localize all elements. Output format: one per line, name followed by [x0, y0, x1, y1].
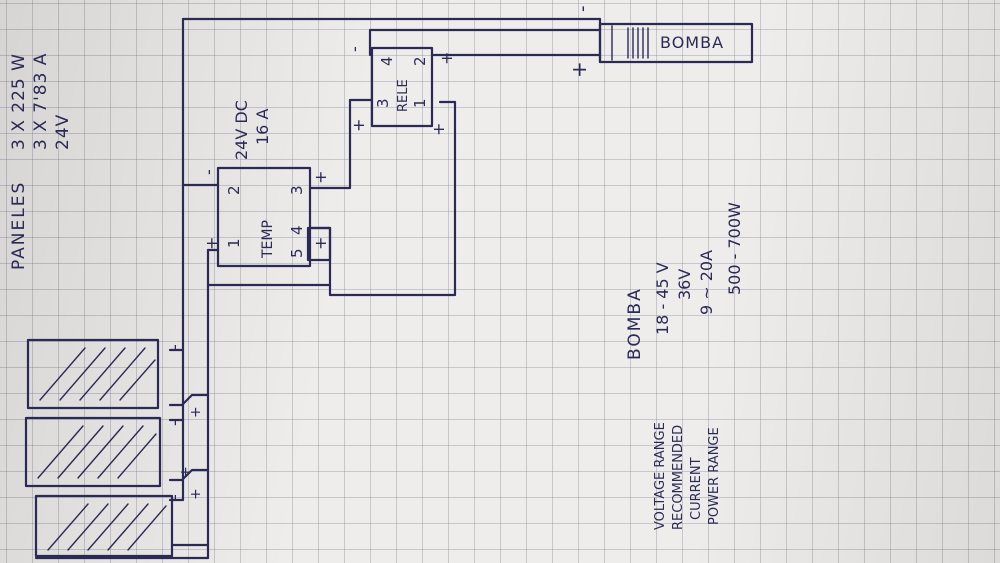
temp-label: TEMP — [260, 220, 276, 259]
bomba-component: BOMBA - + — [567, 6, 754, 78]
panel-2-plus: + — [178, 466, 194, 478]
solar-panel-2 — [24, 416, 162, 488]
spec-value-recommended: 36V — [675, 269, 694, 300]
rele-pin-4: 4 — [378, 56, 396, 66]
temp-plus-left: + — [202, 237, 221, 250]
wire-return — [206, 100, 457, 297]
spec-value-voltage: 18 - 45 V — [653, 262, 672, 335]
bomba-plus: + — [567, 61, 591, 78]
bomba-box-label: BOMBA — [660, 33, 724, 52]
rele-block: RELE 3 4 1 2 - + + + — [345, 46, 456, 136]
bomba-specs-title: BOMBA — [625, 287, 645, 360]
rele-pin-3: 3 — [374, 98, 392, 108]
spec-value-current: 9 ~ 20A — [697, 250, 716, 315]
panel-3-minus: - — [165, 494, 184, 500]
panel-1-hatch — [39, 347, 156, 401]
temp-pin-1: 1 — [225, 238, 243, 248]
wire-negative-bus — [168, 183, 185, 502]
panel-1-frame — [26, 338, 160, 410]
wire-rele-to-bomba-neg — [368, 28, 602, 57]
rele-label: RELE — [396, 79, 411, 112]
panel-2-frame — [24, 416, 162, 488]
paneles-spec-3: 24V — [53, 114, 73, 150]
wire-pos-panel-crossings — [168, 393, 210, 407]
bomba-box — [598, 22, 754, 64]
wire-pos-panel-crossings-2 — [168, 468, 210, 482]
rele-minus: - — [345, 46, 364, 52]
paneles-spec-2: 3 X 7'83 A — [31, 53, 51, 150]
spec-label-recommended: RECOMMENDED — [671, 425, 686, 530]
rele-pin-2: 2 — [411, 56, 429, 66]
rele-plus-bottom: + — [429, 123, 448, 136]
temp-rating-2: 16 A — [253, 109, 272, 145]
panel-3-hatch — [47, 503, 167, 551]
temp-tab — [306, 226, 332, 262]
wires — [34, 17, 602, 560]
temp-block: TEMP 1 2 3 4 5 - + + + 24V DC 16 A — [199, 100, 332, 268]
solar-panels: - + - + - + — [24, 338, 204, 558]
paneles-heading: PANELES — [9, 181, 29, 270]
temp-rating-1: 24V DC — [232, 100, 251, 160]
wire-top-negative — [181, 17, 220, 187]
panel-2-hatch — [37, 425, 157, 479]
temp-plus-right: + — [311, 171, 330, 184]
bomba-minus: - — [572, 6, 593, 13]
temp-pin-4: 4 — [288, 225, 306, 235]
temp-plus-bottom: + — [311, 237, 330, 250]
spec-value-power: 500 - 700W — [725, 202, 744, 295]
panel-1-minus: - — [165, 344, 184, 350]
wire-temp-to-rele — [308, 98, 374, 190]
paneles-specs: PANELES 3 X 225 W 3 X 7'83 A 24V — [9, 53, 73, 270]
temp-box — [216, 166, 312, 268]
temp-minus: - — [199, 169, 218, 175]
temp-pin-2: 2 — [225, 185, 243, 195]
temp-pin-5: 5 — [288, 248, 306, 258]
spec-label-voltage: VOLTAGE RANGE — [653, 422, 668, 530]
rele-pin-1: 1 — [411, 98, 429, 108]
panel-3-plus: + — [188, 488, 204, 500]
panel-3-frame — [34, 494, 174, 558]
solar-panel-1 — [26, 338, 160, 410]
spec-label-current: CURRENT — [689, 457, 704, 520]
bomba-specs: BOMBA VOLTAGE RANGE RECOMMENDED CURRENT … — [625, 202, 744, 530]
rele-plus-left: + — [349, 119, 368, 132]
panel-2-minus: - — [165, 420, 184, 426]
rele-box — [370, 46, 434, 128]
bomba-ticks — [627, 27, 649, 59]
rele-plus-right: + — [437, 52, 456, 65]
solar-panel-3 — [34, 494, 174, 558]
temp-pin-3: 3 — [288, 185, 306, 195]
paneles-spec-1: 3 X 225 W — [9, 53, 29, 150]
panel-1-plus: + — [188, 406, 204, 418]
spec-label-power: POWER RANGE — [707, 427, 722, 525]
